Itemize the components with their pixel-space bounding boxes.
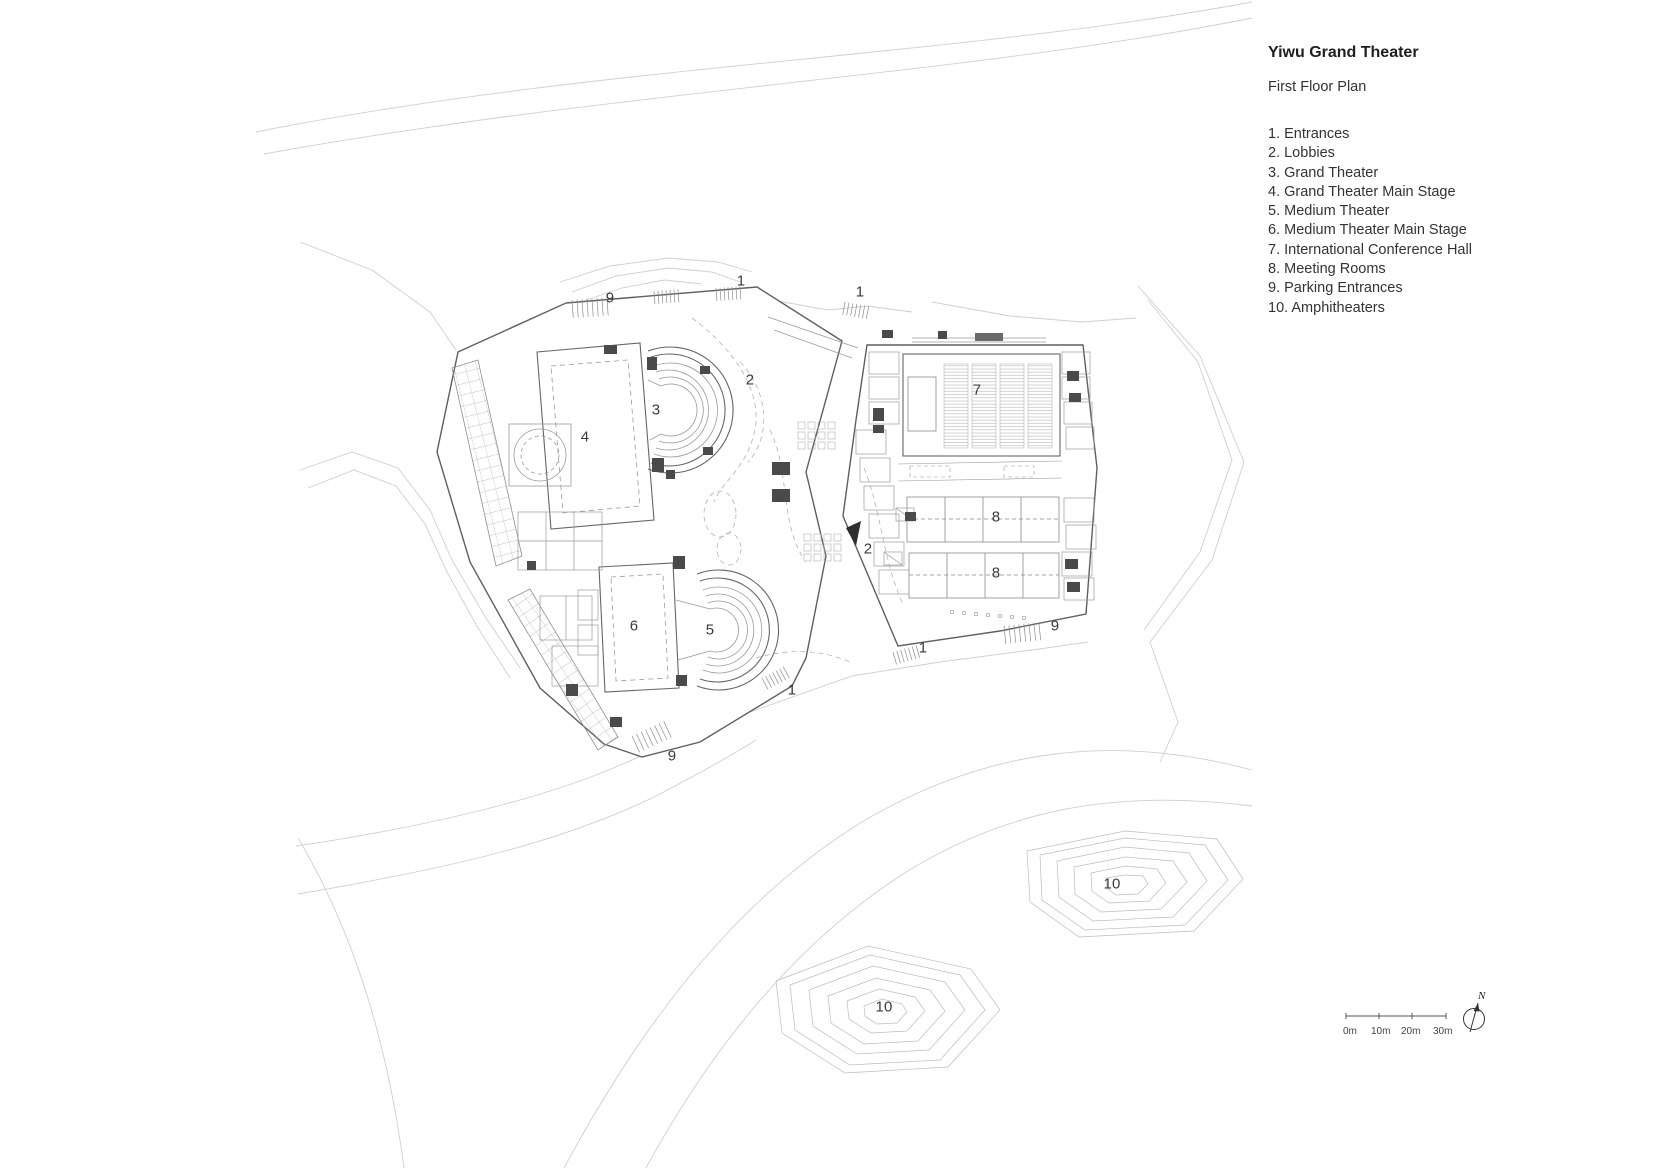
plan-label-entrance-1: 1 (787, 681, 797, 699)
plan-label-meeting-rooms-8: 8 (991, 508, 1001, 526)
medium-theater-seating (675, 569, 780, 691)
scale-label-20m: 20m (1401, 1026, 1421, 1037)
drawing-title: Yiwu Grand Theater (1268, 44, 1419, 61)
plan-label-conference-hall-7: 7 (972, 381, 982, 399)
plan-label-entrance-1: 1 (736, 272, 746, 290)
plan-label-grand-theater-3: 3 (651, 401, 661, 419)
drawing-subtitle: First Floor Plan (1268, 79, 1367, 95)
legend-item-parking: 9. Parking Entrances (1268, 280, 1403, 297)
scale-bar: 0m 10m 20m 30m (1343, 1008, 1457, 1038)
plan-label-grand-stage-4: 4 (580, 428, 590, 446)
legend-item-conference-hall: 7. International Conference Hall (1268, 241, 1472, 258)
theater-building (436, 286, 843, 758)
corridor-room-bands (451, 359, 619, 751)
amphitheater-contours-south (775, 945, 1001, 1074)
amphitheater-contours-east (1026, 830, 1244, 938)
scale-label-30m: 30m (1433, 1026, 1453, 1037)
legend-item-grand-theater: 3. Grand Theater (1268, 164, 1379, 181)
scale-label-10m: 10m (1371, 1026, 1391, 1037)
plan-label-parking-9: 9 (1050, 617, 1060, 635)
legend-item-medium-theater: 5. Medium Theater (1268, 203, 1390, 220)
legend-panel: Yiwu Grand Theater First Floor Plan 1. E… (1268, 44, 1548, 318)
plan-label-lobby-2: 2 (745, 371, 755, 389)
scale-label-0m: 0m (1343, 1026, 1357, 1037)
scale-bar-labels: 0m 10m 20m 30m (1343, 1026, 1457, 1038)
round-room (508, 423, 572, 487)
plan-label-amphitheater-10: 10 (875, 998, 893, 1016)
scale-bar-line (1345, 1013, 1447, 1019)
legend-item-grand-stage: 4. Grand Theater Main Stage (1268, 183, 1456, 200)
service-cores (527, 330, 1081, 727)
plan-label-medium-theater-5: 5 (705, 621, 715, 639)
bollard-row (949, 609, 1027, 621)
grand-theater-seating (647, 346, 734, 474)
conference-corridor (897, 460, 1063, 482)
legend-item-lobbies: 2. Lobbies (1268, 145, 1335, 162)
legend-item-medium-stage: 6. Medium Theater Main Stage (1268, 222, 1467, 239)
plan-label-lobby-2: 2 (863, 540, 873, 558)
legend-item-entrances: 1. Entrances (1268, 126, 1350, 142)
plan-label-parking-9: 9 (605, 289, 615, 307)
legend-item-meeting-rooms: 8. Meeting Rooms (1268, 261, 1386, 278)
plan-label-medium-stage-6: 6 (629, 617, 639, 635)
plan-label-entrance-1: 1 (855, 283, 865, 301)
north-letter: N (1477, 990, 1486, 1002)
plan-label-entrance-1: 1 (918, 639, 928, 657)
legend-list: 1. Entrances 2. Lobbies 3. Grand Theater… (1268, 125, 1548, 318)
plan-label-amphitheater-10: 10 (1103, 875, 1121, 893)
grand-stage-block (536, 342, 655, 530)
legend-item-amphitheaters: 10. Amphitheaters (1268, 299, 1385, 316)
plan-label-meeting-rooms-8: 8 (991, 564, 1001, 582)
medium-stage-block (577, 562, 680, 693)
north-arrow-icon: N (1463, 990, 1486, 1033)
conference-building (842, 337, 1098, 647)
plan-label-parking-9: 9 (667, 747, 677, 765)
plaza-paving (797, 421, 842, 562)
conference-hall (902, 353, 1061, 457)
north-arrow: N (1458, 988, 1494, 1043)
building-link-lines (767, 316, 859, 359)
site-context-lines (255, 1, 1253, 1169)
